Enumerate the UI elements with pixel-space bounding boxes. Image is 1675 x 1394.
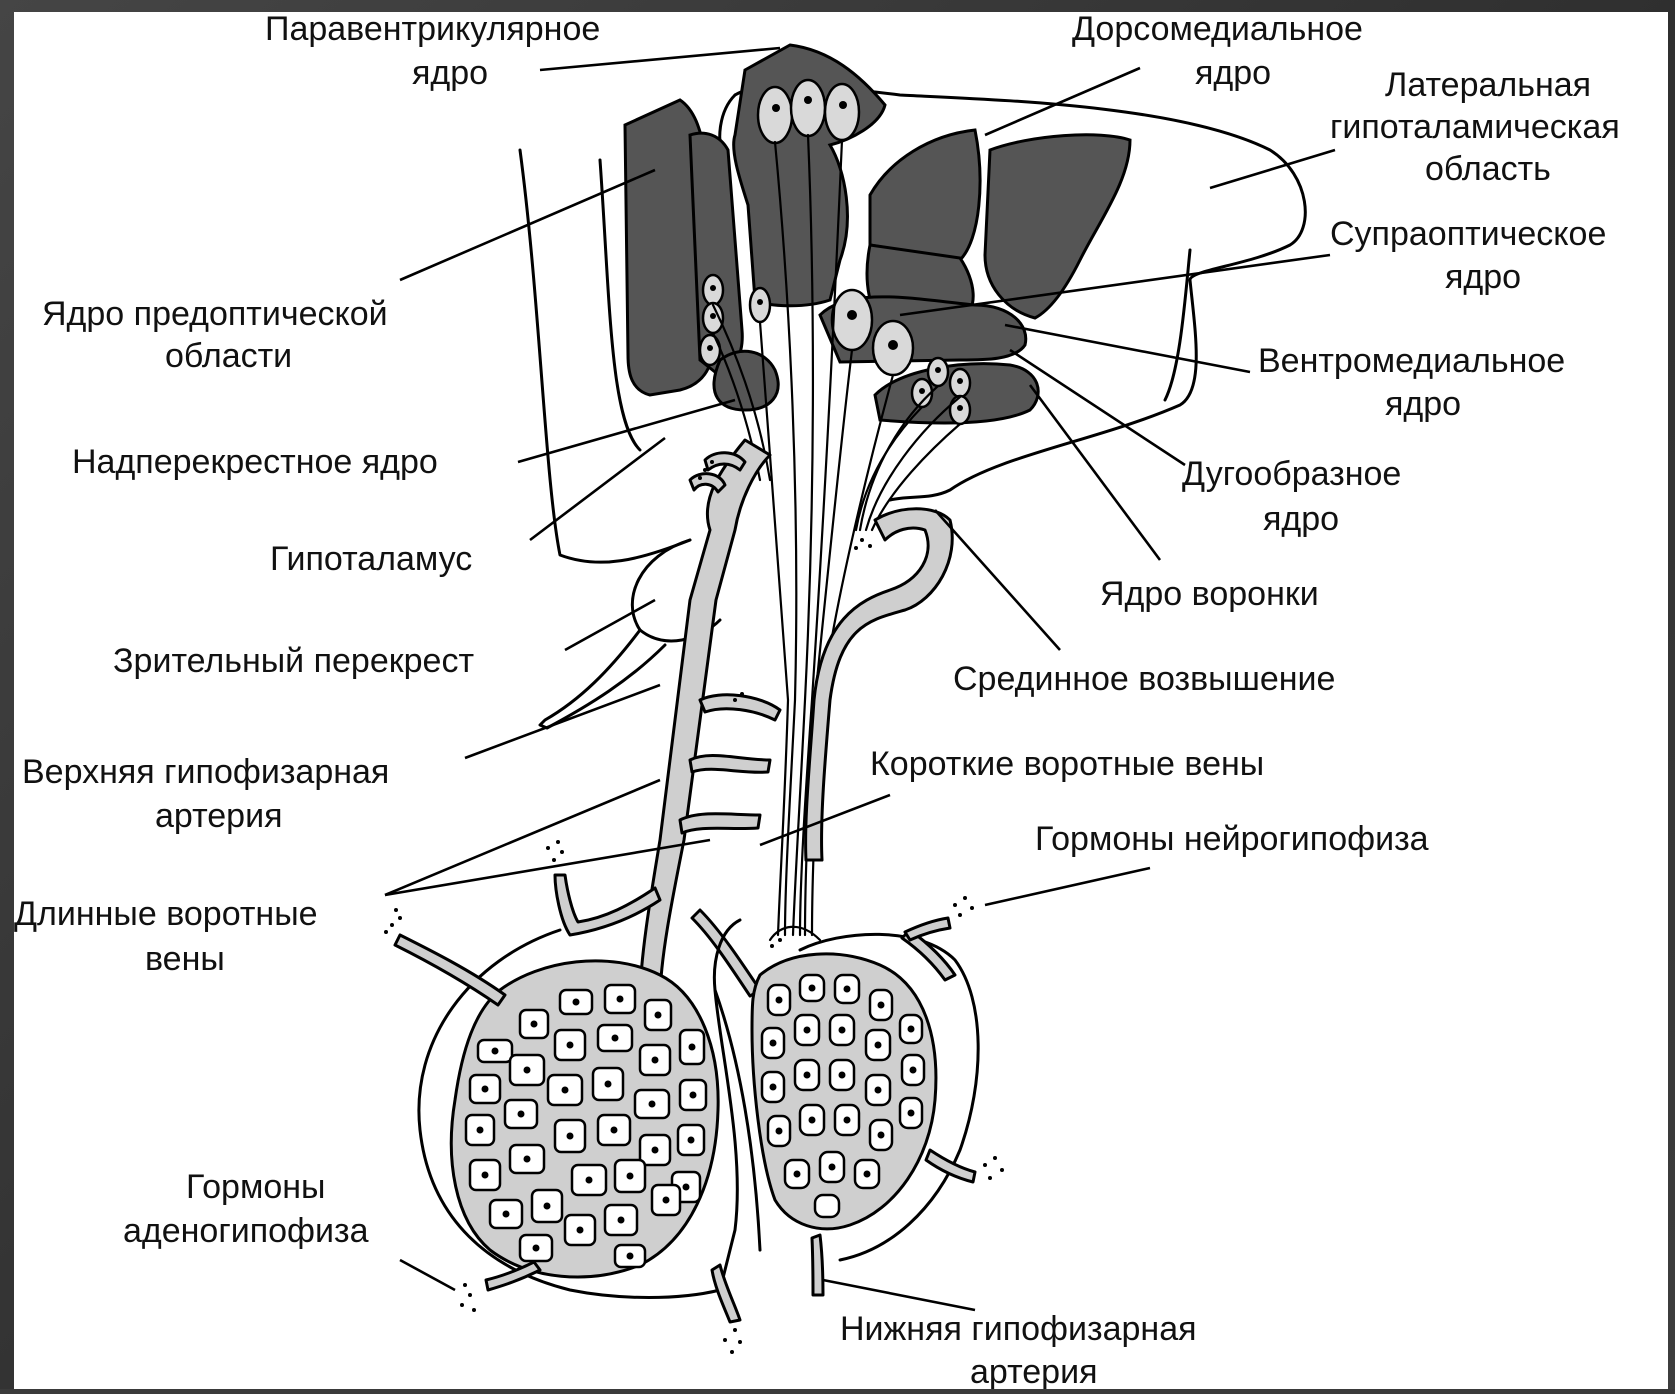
label-inf-artery-line1: Нижняя гипофизарная [840, 1310, 1197, 1348]
label-lateral-line3: область [1425, 150, 1551, 188]
label-long-veins-line2: вены [145, 940, 225, 978]
label-sup-artery-line2: артерия [155, 797, 282, 835]
label-dorsomedial-line2: ядро [1195, 54, 1271, 92]
label-adeno-hormones-line1: Гормоны [186, 1168, 325, 1206]
label-lateral-line1: Латеральная [1385, 66, 1591, 104]
label-infundibulum: Ядро воронки [1100, 575, 1319, 613]
label-suprachiasmatic: Надперекрестное ядро [72, 443, 438, 481]
label-supraoptic-line2: ядро [1445, 258, 1521, 296]
anterior-lobe-network [451, 961, 718, 1277]
label-lateral-line2: гипоталамическая [1330, 108, 1620, 146]
posterior-lobe-network [752, 954, 936, 1229]
nucleus-lateral-hypothalamic [985, 135, 1130, 318]
nucleus-preoptic [625, 100, 742, 395]
label-long-veins-line1: Длинные воротные [14, 895, 318, 933]
label-chiasm: Зрительный перекрест [113, 642, 474, 680]
hypothalamus-pituitary-diagram: Паравентрикулярное ядро Дорсомедиальное … [14, 12, 1668, 1389]
label-inf-artery-line2: артерия [970, 1353, 1097, 1389]
label-short-veins: Короткие воротные вены [870, 745, 1264, 783]
label-paraventricular-line2: ядро [412, 54, 488, 92]
label-preoptic-line1: Ядро предоптической [42, 295, 388, 333]
label-hypothalamus: Гипоталамус [270, 540, 472, 578]
label-arcuate-line1: Дугообразное [1182, 455, 1401, 493]
label-ventromedial-line2: ядро [1385, 385, 1461, 423]
label-ventromedial-line1: Вентромедиальное [1258, 342, 1565, 380]
label-adeno-hormones-line2: аденогипофиза [123, 1212, 369, 1250]
label-neuro-hormones: Гормоны нейрогипофиза [1035, 820, 1429, 858]
label-preoptic-line2: области [165, 337, 292, 375]
label-arcuate-line2: ядро [1263, 500, 1339, 538]
diagram-panel: Паравентрикулярное ядро Дорсомедиальное … [14, 12, 1668, 1389]
label-sup-artery-line1: Верхняя гипофизарная [22, 753, 389, 791]
nucleus-dorsomedial [867, 130, 980, 320]
label-median-eminence: Срединное возвышение [953, 660, 1335, 698]
label-supraoptic-line1: Супраоптическое [1330, 215, 1606, 253]
label-paraventricular-line1: Паравентрикулярное [265, 12, 600, 48]
label-dorsomedial-line1: Дорсомедиальное [1072, 12, 1363, 48]
